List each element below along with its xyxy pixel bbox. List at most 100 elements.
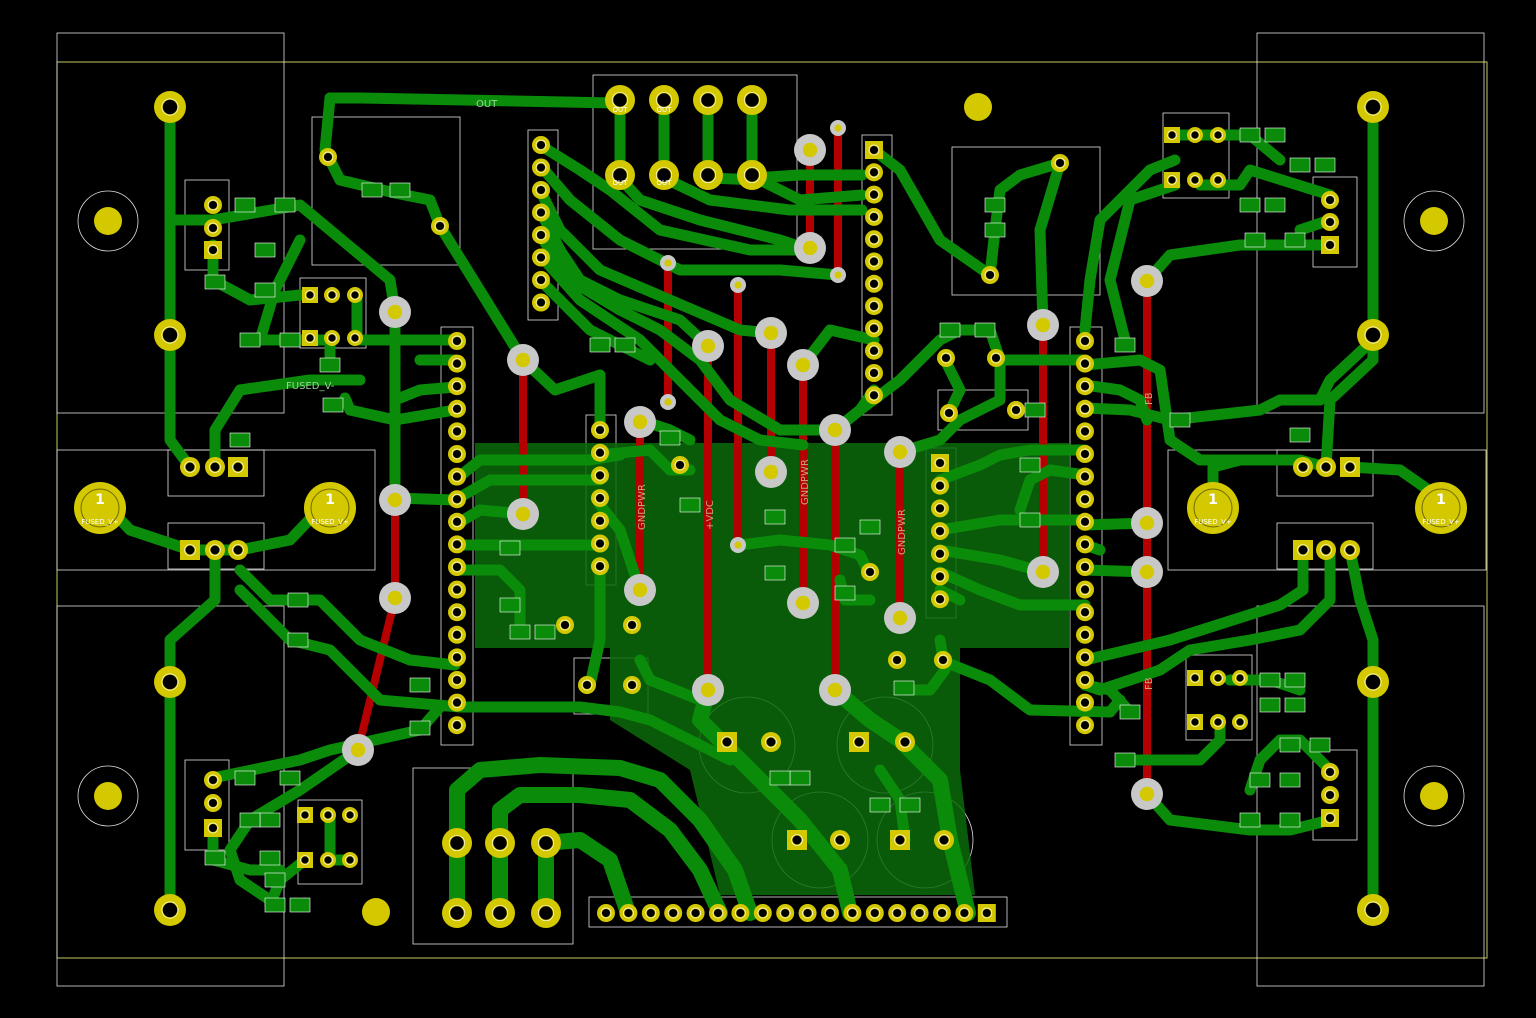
connector-pin[interactable] — [1321, 809, 1339, 827]
header-pin[interactable] — [865, 207, 883, 226]
via[interactable] — [507, 344, 539, 376]
smd-pad[interactable] — [1284, 232, 1306, 248]
terminal-pad[interactable] — [1357, 319, 1389, 351]
smd-pad[interactable] — [229, 432, 251, 448]
connector-pin[interactable] — [204, 819, 222, 837]
header-pin[interactable] — [591, 421, 609, 439]
smd-pad[interactable] — [289, 897, 311, 913]
via[interactable] — [819, 414, 851, 446]
header-pin[interactable] — [1076, 603, 1094, 622]
header-pin[interactable] — [1076, 354, 1094, 373]
smd-pad[interactable] — [764, 565, 786, 581]
header-pin[interactable] — [1076, 671, 1094, 689]
via[interactable] — [1027, 309, 1059, 341]
terminal-pad[interactable] — [442, 828, 472, 858]
smd-pad[interactable] — [1024, 402, 1046, 418]
header-pin[interactable] — [753, 904, 772, 922]
via[interactable] — [1131, 778, 1163, 810]
header-pin[interactable] — [1076, 467, 1094, 486]
header-pin[interactable] — [1076, 716, 1094, 735]
header-pin[interactable] — [1187, 714, 1203, 730]
via[interactable] — [884, 602, 916, 634]
fused-v-plus-pad[interactable]: 1 FUSED_V+ — [1187, 482, 1239, 534]
smd-pad[interactable] — [834, 537, 856, 553]
pad[interactable] — [940, 404, 958, 422]
smd-pad[interactable] — [869, 797, 891, 813]
smd-pad[interactable] — [1279, 812, 1301, 828]
pad[interactable] — [934, 651, 952, 669]
via[interactable] — [624, 574, 656, 606]
header-pin[interactable] — [955, 904, 974, 922]
header-pin[interactable] — [591, 489, 609, 508]
out-terminal-pad[interactable] — [605, 85, 635, 115]
capacitor-pad[interactable] — [934, 830, 954, 850]
via[interactable] — [1131, 265, 1163, 297]
header-pin[interactable] — [532, 226, 550, 244]
smd-pad[interactable] — [1249, 772, 1271, 788]
header-pin[interactable] — [448, 558, 466, 576]
header-pin[interactable] — [448, 445, 466, 463]
smd-pad[interactable] — [259, 812, 281, 828]
terminal-pad[interactable] — [485, 898, 515, 928]
capacitor-pad[interactable] — [761, 732, 781, 752]
header-pin[interactable] — [448, 693, 466, 712]
transistor-pin[interactable] — [1340, 457, 1360, 477]
smd-pad[interactable] — [899, 797, 921, 813]
via[interactable] — [692, 330, 724, 362]
via[interactable] — [730, 537, 746, 553]
smd-pad[interactable] — [1119, 704, 1141, 720]
header-pin[interactable] — [1187, 172, 1203, 188]
smd-pad[interactable] — [834, 585, 856, 601]
via[interactable] — [1131, 507, 1163, 539]
header-pin[interactable] — [731, 904, 750, 922]
transistor-pin[interactable] — [1316, 540, 1336, 560]
header-pin[interactable] — [865, 364, 883, 382]
terminal-pad[interactable] — [1357, 91, 1389, 123]
fused-v-plus-pad[interactable]: 1 FUSED_V+ — [1415, 482, 1467, 534]
header-pin[interactable] — [1164, 127, 1180, 143]
smd-pad[interactable] — [1244, 232, 1266, 248]
header-pin[interactable] — [931, 590, 949, 609]
header-pin[interactable] — [448, 716, 466, 735]
via[interactable] — [755, 317, 787, 349]
header-pin[interactable] — [931, 544, 949, 563]
smd-pad[interactable] — [264, 872, 286, 888]
smd-pad[interactable] — [234, 197, 256, 213]
header-pin[interactable] — [342, 807, 358, 823]
smd-pad[interactable] — [254, 282, 276, 298]
smd-pad[interactable] — [769, 770, 791, 786]
out-terminal-pad[interactable] — [649, 85, 679, 115]
header-pin[interactable] — [1210, 670, 1226, 686]
via[interactable] — [830, 120, 846, 136]
capacitor-pad[interactable] — [890, 830, 910, 850]
header-pin[interactable] — [865, 904, 884, 922]
header-pin[interactable] — [1232, 670, 1248, 686]
capacitor-pad[interactable] — [830, 830, 850, 850]
transistor-pin[interactable] — [180, 540, 200, 560]
connector-pin[interactable] — [1321, 236, 1339, 254]
header-pin[interactable] — [448, 354, 466, 373]
connector-pin[interactable] — [204, 219, 222, 237]
header-pin[interactable] — [297, 852, 313, 868]
smd-pad[interactable] — [1289, 157, 1311, 173]
header-pin[interactable] — [591, 534, 609, 553]
pad[interactable] — [578, 676, 596, 694]
header-pin[interactable] — [324, 330, 340, 346]
via[interactable] — [794, 134, 826, 166]
connector-pin[interactable] — [1321, 763, 1339, 781]
smd-pad[interactable] — [239, 812, 261, 828]
header-pin[interactable] — [1076, 332, 1094, 350]
header-pin[interactable] — [865, 386, 883, 405]
header-pin[interactable] — [1232, 714, 1248, 730]
header-pin[interactable] — [448, 399, 466, 418]
capacitor-pad[interactable] — [717, 732, 737, 752]
header-pin[interactable] — [347, 287, 363, 303]
out-terminal-pad[interactable] — [649, 160, 679, 190]
smd-pad[interactable] — [204, 850, 226, 866]
pad[interactable] — [981, 266, 999, 284]
smd-pad[interactable] — [789, 770, 811, 786]
via[interactable] — [342, 734, 374, 766]
connector-pin[interactable] — [204, 196, 222, 214]
smd-pad[interactable] — [409, 677, 431, 693]
header-pin[interactable] — [532, 271, 550, 289]
